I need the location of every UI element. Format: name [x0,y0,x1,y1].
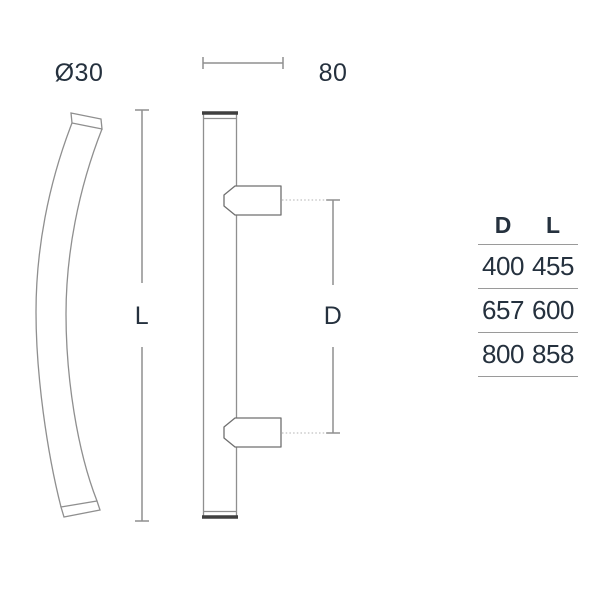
spec-cell-d: 657 [482,295,524,325]
spec-table-header: D L [478,207,578,245]
bottom-mounting-post [223,417,282,448]
spec-cell-d: 800 [482,339,524,369]
spec-cell-l: 858 [532,339,574,369]
spec-cell-l: 455 [532,251,574,281]
top-mounting-post [223,185,282,216]
diameter-label: Ø30 [54,59,104,87]
side-view-curved-handle [35,112,103,518]
spec-cell-d: 400 [482,251,524,281]
side-view-left-edge [35,122,73,508]
dimension-lines [135,57,340,522]
side-view-top-end-cap [70,112,103,130]
table-row: 800 858 [478,333,578,377]
length-dimension-label: L [134,302,150,330]
side-view-bottom-end-cap [60,500,101,518]
spec-cell-l: 600 [532,295,574,325]
distance-dimension-label: D [323,302,343,330]
front-view-handle [202,111,282,519]
size-spec-table: D L 400 455 657 600 800 858 [478,207,578,377]
side-view-right-edge [65,128,103,502]
table-row: 657 600 [478,289,578,333]
table-row: 400 455 [478,245,578,289]
spec-header-d: D [494,212,512,238]
width-dimension-label: 80 [318,59,348,87]
spec-header-l: L [545,212,561,238]
